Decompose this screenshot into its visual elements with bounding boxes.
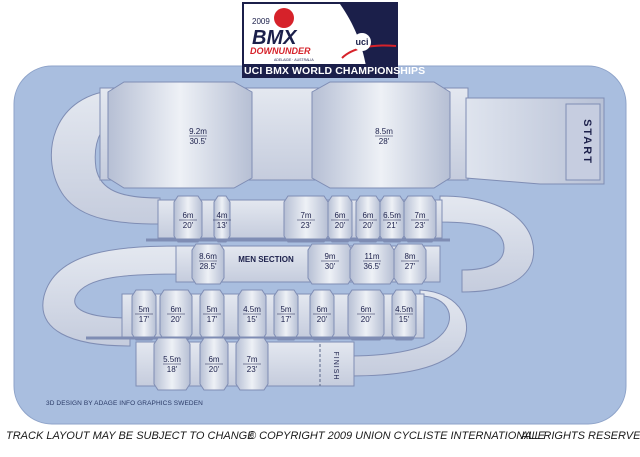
jump [283, 195, 329, 243]
finish-label: FINISH [332, 352, 339, 381]
jump-length-m: 6m [362, 211, 373, 220]
logo-year: 2009 [252, 17, 270, 26]
jump-length-ft: 20' [361, 315, 372, 324]
footer-rights: ALL RIGHTS RESERVED [521, 430, 640, 442]
logo-tagline: ADELAIDE · AUSTRALIA [274, 58, 314, 62]
uci-stripe-icon [340, 4, 396, 66]
jump-length-ft: 20' [183, 221, 194, 230]
jump [159, 289, 193, 341]
jump-length-m: 9m [324, 252, 335, 261]
jump-length-ft: 28.5' [199, 262, 217, 271]
jump-length-m: 8.6m [199, 252, 217, 261]
turn-4 [349, 289, 468, 377]
jump-length-ft: 23' [247, 365, 258, 374]
jump-length-ft: 36.5' [363, 262, 381, 271]
jump-length-m: 5m [280, 305, 291, 314]
logo-rider-icon [274, 8, 294, 28]
jump [213, 195, 231, 243]
jump-length-m: 6m [208, 355, 219, 364]
jump [403, 195, 437, 243]
jump-length-ft: 27' [405, 262, 416, 271]
jump-length-m: 8.5m [375, 127, 393, 136]
jump-length-ft: 23' [301, 221, 312, 230]
start-label: START [581, 119, 593, 165]
jump-length-m: 6m [360, 305, 371, 314]
jump-length-m: 4m [216, 211, 227, 220]
jump-length-m: 11m [365, 252, 380, 261]
men-section-label: MEN SECTION [238, 255, 294, 264]
jump-length-m: 5.5m [163, 355, 181, 364]
uci-badge-icon [353, 33, 371, 51]
jump-length-m: 4.5m [395, 305, 413, 314]
jump-length-ft: 13' [217, 221, 228, 230]
footer-copyright: © COPYRIGHT 2009 UNION CYCLISTE INTERNAT… [248, 430, 546, 442]
jump-length-m: 5m [138, 305, 149, 314]
jump-length-m: 6m [170, 305, 181, 314]
logo-graphic: 2009 BMX DOWNUNDER ADELAIDE · AUSTRALIA … [250, 4, 397, 66]
jump-length-m: 6.5m [383, 211, 401, 220]
jump-length-ft: 28' [379, 137, 390, 146]
jump-length-m: 6m [182, 211, 193, 220]
jump-length-ft: 17' [281, 315, 292, 324]
jump [131, 289, 157, 341]
jump [309, 289, 335, 341]
jump-9-2m [107, 81, 253, 189]
jump [307, 243, 353, 285]
jump-length-ft: 30' [325, 262, 336, 271]
jump-length-m: 4.5m [243, 305, 261, 314]
jump-length-ft: 20' [317, 315, 328, 324]
jump-length-m: 7m [300, 211, 311, 220]
jump [173, 195, 203, 243]
jump-length-m: 6m [334, 211, 345, 220]
start-gate [565, 103, 601, 181]
jump [191, 243, 225, 285]
jump-length-ft: 23' [415, 221, 426, 230]
jump-length-ft: 30.5' [189, 137, 207, 146]
logo-banner: UCI BMX WORLD CHAMPIONSHIPS [244, 64, 426, 78]
jump [355, 195, 381, 243]
jump [327, 195, 353, 243]
jump-length-m: 9.2m [189, 127, 207, 136]
jump-length-ft: 20' [171, 315, 182, 324]
jump-length-ft: 15' [247, 315, 258, 324]
jump [391, 289, 417, 341]
jump [393, 243, 427, 285]
jump-length-ft: 20' [209, 365, 220, 374]
jump-length-ft: 20' [335, 221, 346, 230]
jump-length-ft: 20' [363, 221, 374, 230]
jump [273, 289, 299, 341]
jump-length-m: 7m [414, 211, 425, 220]
design-credit: 3D DESIGN BY ADAGE INFO GRAPHICS SWEDEN [46, 400, 203, 407]
footer-disclaimer: TRACK LAYOUT MAY BE SUBJECT TO CHANGE [6, 430, 255, 442]
jump-length-m: 5m [206, 305, 217, 314]
jump [379, 195, 405, 243]
uci-text: uci [355, 37, 368, 47]
jump-8-5m [311, 81, 451, 189]
footer: TRACK LAYOUT MAY BE SUBJECT TO CHANGE © … [0, 428, 640, 446]
jump-length-ft: 17' [207, 315, 218, 324]
logo-brand: BMX [252, 27, 298, 49]
turn-2 [439, 195, 535, 293]
jump-length-ft: 18' [167, 365, 178, 374]
jump-length-ft: 21' [387, 221, 398, 230]
jump [347, 289, 385, 341]
jump-length-m: 7m [246, 355, 257, 364]
jump-length-m: 8m [404, 252, 415, 261]
logo-subbrand: DOWNUNDER [250, 46, 311, 56]
turn-3 [42, 245, 181, 347]
jump-length-ft: 15' [399, 315, 410, 324]
jump [349, 243, 395, 285]
jump-length-ft: 17' [139, 315, 150, 324]
turn-1 [50, 89, 161, 225]
jump-length-m: 6m [316, 305, 327, 314]
